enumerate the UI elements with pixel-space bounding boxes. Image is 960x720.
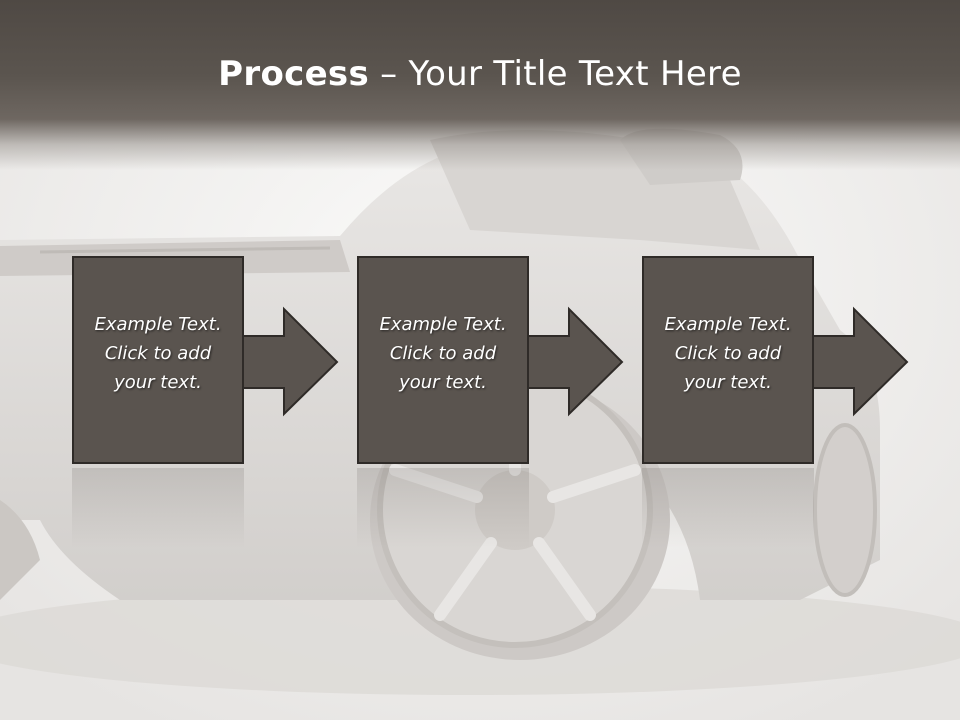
step-reflection — [357, 468, 529, 548]
slide-title[interactable]: Process – Your Title Text Here — [0, 54, 960, 94]
step-text[interactable]: Example Text. Click to add your text. — [94, 314, 222, 393]
title-rest-text: – Your Title Text Here — [369, 54, 742, 94]
title-bold-text: Process — [218, 54, 370, 94]
right-arrow-icon — [72, 256, 339, 464]
right-arrow-icon — [642, 256, 909, 464]
step-text[interactable]: Example Text. Click to add your text. — [379, 314, 507, 393]
title-bar — [0, 0, 960, 170]
step-reflection — [642, 468, 814, 548]
step-reflection — [72, 468, 244, 548]
right-arrow-icon — [357, 256, 624, 464]
step-text[interactable]: Example Text. Click to add your text. — [664, 314, 792, 393]
